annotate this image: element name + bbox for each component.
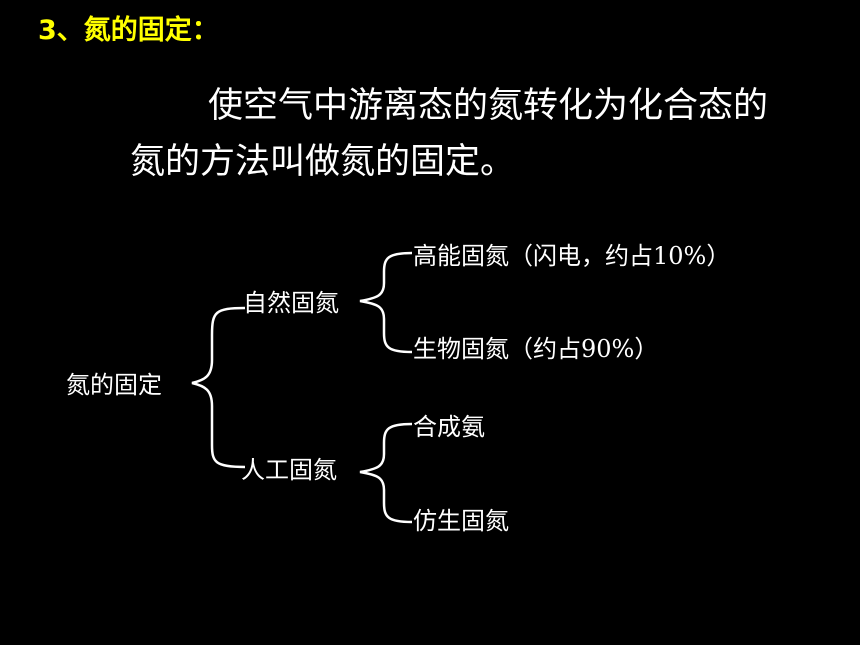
artificial-brace xyxy=(359,422,413,524)
root-brace xyxy=(191,306,246,469)
branch-natural-fixation: 自然固氮 xyxy=(243,289,339,317)
leaf-biological-fixation: 生物固氮（约占90%） xyxy=(413,335,659,363)
leaf-ammonia-synthesis: 合成氨 xyxy=(413,413,485,441)
leaf-high-energy-fixation: 高能固氮（闪电，约占10%） xyxy=(413,242,731,270)
natural-brace xyxy=(359,251,413,354)
definition-line-1: 使空气中游离态的氮转化为化合态的 xyxy=(208,86,769,126)
tree-root: 氮的固定 xyxy=(66,371,162,399)
branch-artificial-fixation: 人工固氮 xyxy=(241,456,337,484)
slide-heading: 3、氮的固定： xyxy=(38,15,219,46)
definition-text: 使空气中游离态的氮转化为化合态的 氮的方法叫做氮的固定。 xyxy=(130,78,830,190)
definition-line-2: 氮的方法叫做氮的固定。 xyxy=(130,142,516,182)
leaf-biomimetic-fixation: 仿生固氮 xyxy=(413,507,509,535)
